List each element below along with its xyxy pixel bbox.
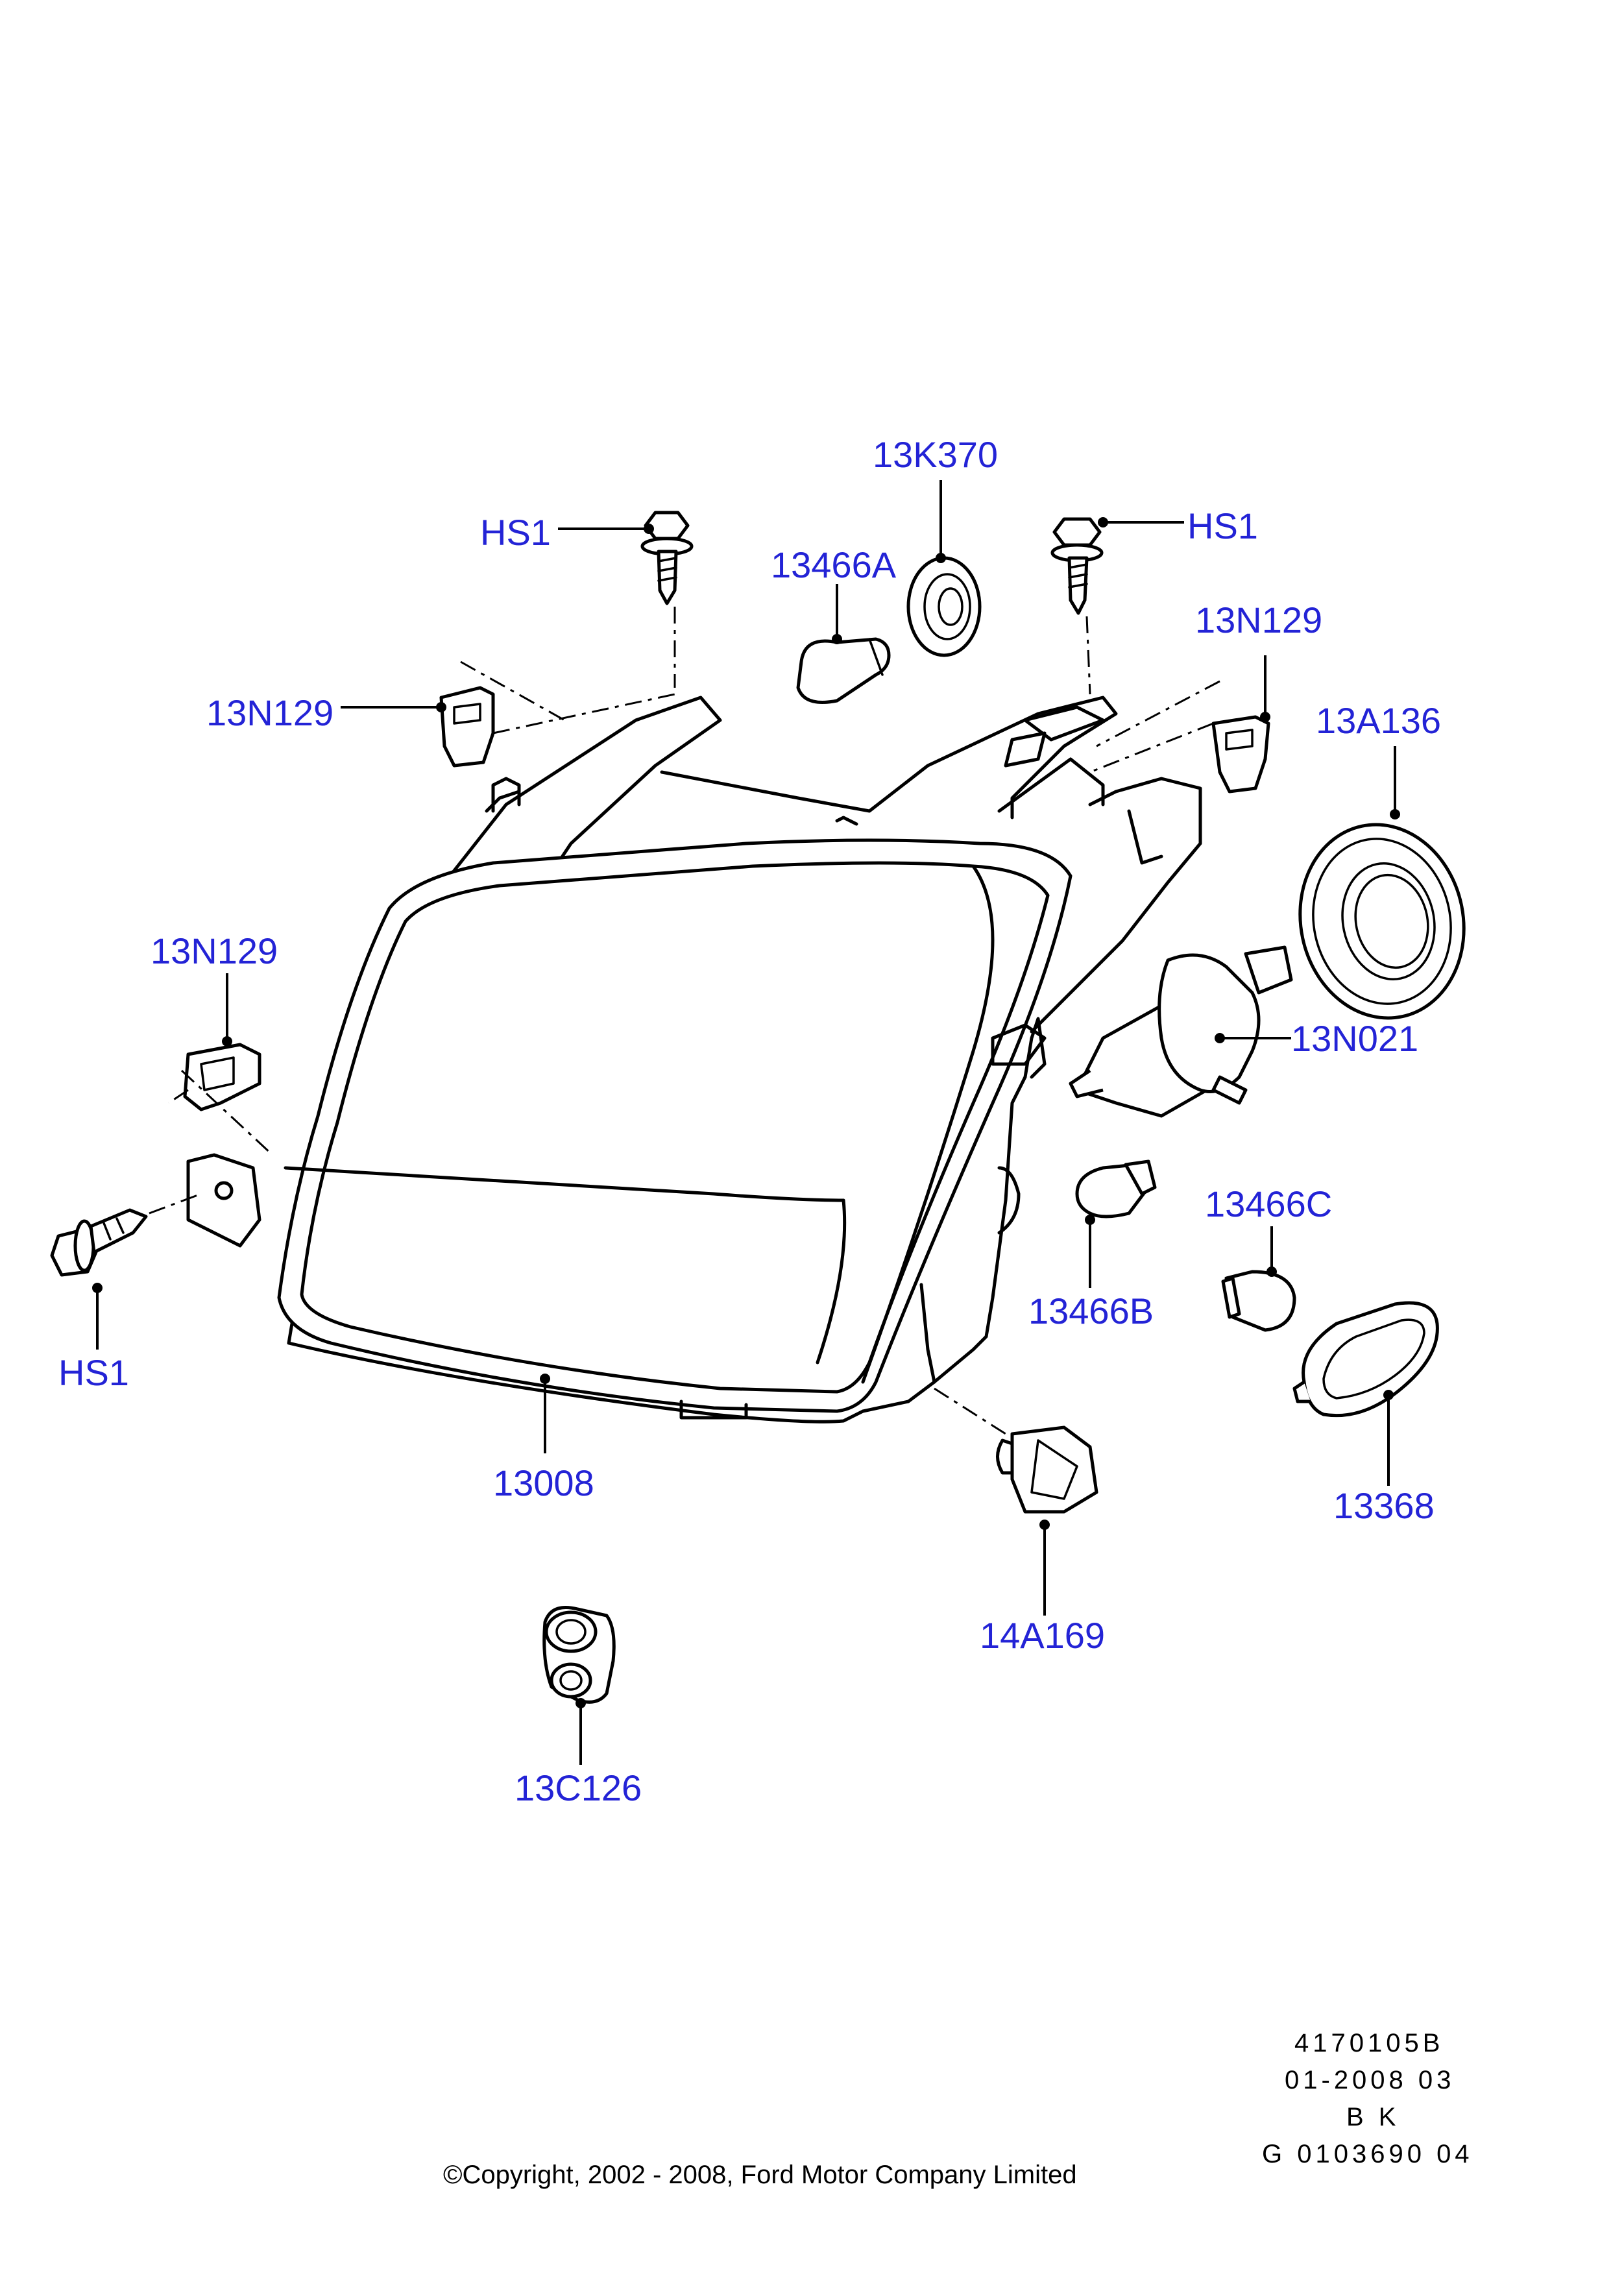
bulb-holder-13k370 (906, 556, 982, 657)
callout-13k370: 13K370 (873, 434, 998, 475)
callout-13n129-top-left: 13N129 (206, 692, 333, 733)
callout-13466b: 13466B (1028, 1291, 1154, 1331)
drawing-date: 01-2008 03 (1285, 2066, 1455, 2094)
callout-13a136: 13A136 (1316, 700, 1441, 741)
callout-13n021: 13N021 (1291, 1018, 1418, 1059)
side-repeater-13368 (1292, 1301, 1439, 1418)
drawing-reference: G 0103690 04 (1262, 2140, 1473, 2168)
callout-13466c: 13466C (1205, 1183, 1332, 1224)
callout-13008: 13008 (493, 1462, 594, 1503)
bulb-13466c (1221, 1270, 1296, 1332)
copyright-notice: ©Copyright, 2002 - 2008, Ford Motor Comp… (443, 2161, 1077, 2189)
drawing-number: 4170105B (1294, 2029, 1444, 2057)
callout-13c126: 13C126 (515, 1767, 642, 1808)
callout-13368: 13368 (1333, 1485, 1435, 1526)
callout-hs1-bottom-left: HS1 (58, 1352, 129, 1393)
clip-13n129-top-left (439, 661, 675, 768)
bulb-13466b (1075, 1159, 1157, 1218)
headlamp-cover-13a136 (1298, 823, 1466, 1020)
screw-hs1-top-right (1050, 517, 1104, 695)
callout-14a169: 14A169 (980, 1615, 1105, 1656)
clip-13n129-right (1089, 680, 1270, 794)
screw-hs1-bottom-left (50, 1193, 202, 1277)
callout-hs1-top-right: HS1 (1187, 505, 1258, 546)
screw-hs1-top-left (640, 511, 694, 688)
headlamp-assembly (186, 696, 1202, 1424)
callout-hs1-top-left: HS1 (480, 512, 551, 553)
leader-lines (92, 480, 1400, 1765)
grommet-13c126 (542, 1606, 616, 1704)
callout-13466a: 13466A (771, 544, 897, 585)
callout-13n129-right: 13N129 (1195, 600, 1322, 640)
bulb-13466a (796, 637, 891, 704)
clip-13n129-mid-left (168, 1043, 274, 1156)
callout-13n129-mid-left: 13N129 (151, 930, 278, 971)
drawing-initials: B K (1346, 2103, 1400, 2131)
halogen-bulb-13n021 (1069, 945, 1293, 1118)
bulb-holder-14a169 (934, 1387, 1098, 1514)
